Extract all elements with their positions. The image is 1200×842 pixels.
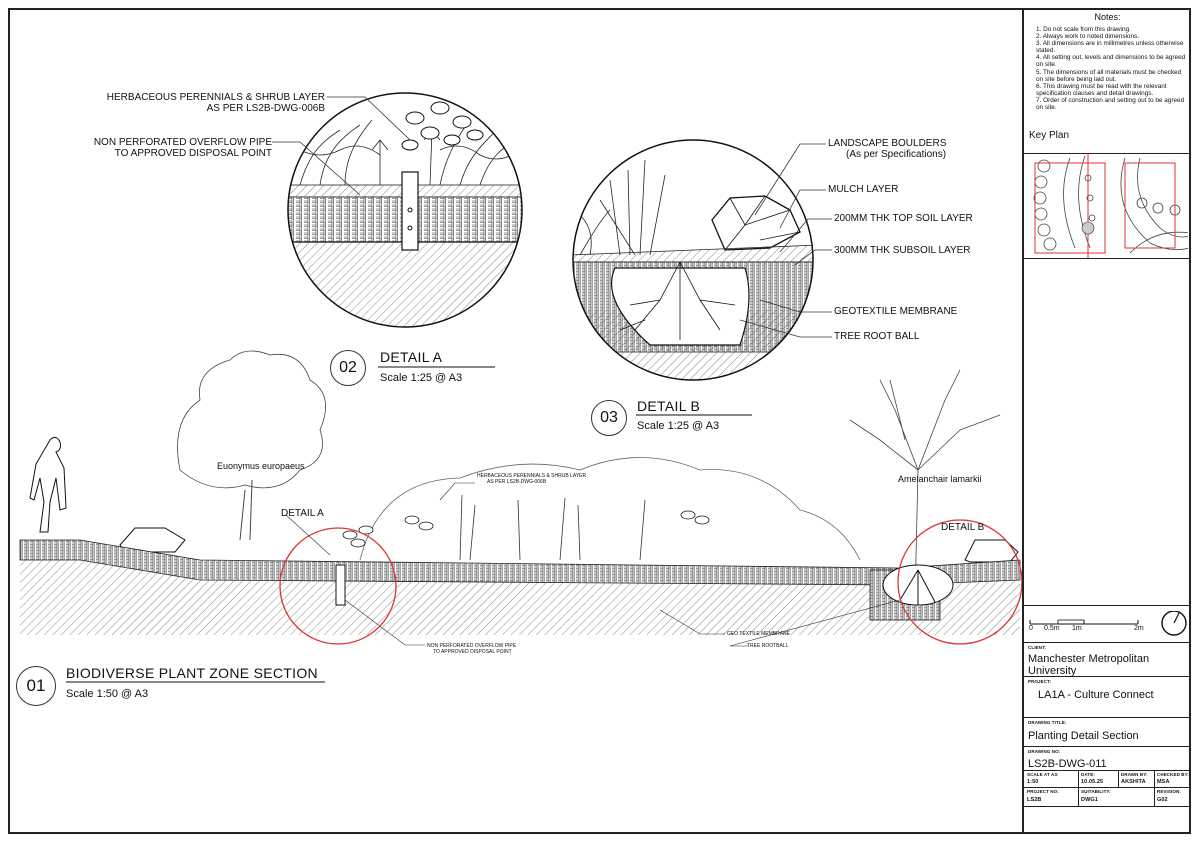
detail-a-marker: [279, 527, 397, 645]
tree-right-label: Amelanchair lamarkii: [898, 474, 982, 484]
suitability-value: DWG1: [1081, 797, 1098, 803]
section-herb-note-line2: AS PER LS2B-DWG-006B: [487, 479, 547, 485]
detail-a-title: DETAIL A: [380, 349, 443, 365]
drawing-no-value: LS2B-DWG-011: [1028, 758, 1107, 770]
divider: [1024, 746, 1191, 747]
scale-tick: 0: [1029, 625, 1033, 632]
detail-b-rootball-label: TREE ROOT BALL: [834, 331, 920, 342]
scale-bar: [1029, 611, 1187, 636]
project-label: PROJECT:: [1028, 679, 1052, 684]
section-number: 01: [16, 666, 56, 706]
detail-b-boulders-line2: (As per Specifications): [846, 149, 947, 160]
client-value: Manchester Metropolitan University: [1028, 653, 1150, 677]
scale-tick: 2m: [1134, 625, 1144, 632]
section-drawing: [19, 350, 1022, 647]
detail-a-herb-line2: AS PER LS2B-DWG-006B: [206, 103, 325, 114]
note-item: 4. All setting out, levels and dimension…: [1036, 54, 1186, 69]
note-item: 2. Always work to noted dimensions.: [1036, 33, 1140, 41]
note-item: 6. This drawing must be read with the re…: [1036, 82, 1167, 97]
key-plan-title: Key Plan: [1029, 130, 1070, 141]
notes-list: 1. Do not scale from this drawing. 2. Al…: [1036, 26, 1189, 111]
scale-value: 1:50: [1027, 779, 1039, 785]
note-item: 7. Order of construction and setting out…: [1036, 96, 1185, 112]
detail-b-mulch-label: MULCH LAYER: [828, 184, 899, 195]
detail-a-drawing: [272, 92, 523, 328]
divider: [1024, 642, 1191, 643]
divider: [1024, 605, 1191, 606]
project-value: LA1A - Culture Connect: [1038, 689, 1154, 701]
detail-b-subsoil-label: 300MM THK SUBSOIL LAYER: [834, 245, 971, 256]
detail-b-number: 03: [591, 400, 627, 436]
divider: [1024, 153, 1191, 154]
drawing-canvas: [19, 92, 1022, 683]
detail-b-drawing: [572, 139, 832, 381]
detail-b-marker: [897, 519, 1022, 645]
divider: [1024, 787, 1191, 788]
section-pipe-note: NON PERFORATED OVERFLOW PIPE TO APPROVED…: [427, 643, 516, 655]
date-label: DATE:: [1081, 772, 1095, 777]
detail-a-pipe-line1: NON PERFORATED OVERFLOW PIPE: [93, 137, 272, 148]
section-pipe-note-line2: TO APPROVED DISPOSAL POINT: [433, 649, 512, 655]
drawing-title-label: DRAWING TITLE:: [1028, 720, 1067, 725]
section-detail-b-tag: DETAIL B: [941, 522, 985, 533]
divider: [1154, 770, 1155, 806]
section-scale: Scale 1:50 @ A3: [66, 688, 149, 700]
divider: [1078, 770, 1079, 806]
revision-value: G02: [1157, 797, 1168, 803]
project-no-label: PROJECT NO:: [1027, 789, 1059, 794]
section-detail-a-tag: DETAIL A: [281, 508, 324, 519]
key-plan-map: [1033, 153, 1188, 258]
drawn-by-value: AKSHITA: [1121, 779, 1146, 785]
detail-a-scale: Scale 1:25 @ A3: [380, 372, 463, 384]
detail-b-title: DETAIL B: [637, 398, 701, 414]
drawn-by-label: DRAWN BY:: [1121, 772, 1148, 777]
divider: [1024, 770, 1191, 771]
detail-a-pipe-label: NON PERFORATED OVERFLOW PIPE TO APPROVED…: [60, 137, 272, 159]
section-pipe-note-line1: NON PERFORATED OVERFLOW PIPE: [427, 643, 517, 649]
scale-label: SCALE AT A3:: [1027, 772, 1059, 777]
scale-tick: 0.5m: [1044, 625, 1060, 632]
divider: [1024, 717, 1191, 718]
detail-a-herb-label: HERBACEOUS PERENNIALS & SHRUB LAYER AS P…: [99, 92, 325, 114]
note-item: 1. Do not scale from this drawing.: [1036, 26, 1131, 33]
date-value: 10.05.25: [1081, 779, 1104, 785]
drawing-title-value: Planting Detail Section: [1028, 730, 1139, 742]
north-arrow-icon: [1166, 612, 1190, 636]
detail-b-boulders-label: LANDSCAPE BOULDERS (As per Specification…: [828, 138, 946, 160]
project-no-value: LS2B: [1027, 797, 1042, 803]
detail-b-scale: Scale 1:25 @ A3: [637, 420, 720, 432]
detail-b-geotextile-label: GEOTEXTILE MEMBRANE: [834, 306, 958, 317]
client-label: CLIENT:: [1028, 645, 1046, 650]
revision-label: REVISION:: [1157, 789, 1181, 794]
divider: [1118, 770, 1119, 787]
divider: [1024, 258, 1191, 259]
checked-by-value: MSA: [1157, 779, 1170, 785]
section-herb-note-line1: HERBACEOUS PERENNIALS & SHRUB LAYER: [477, 473, 587, 479]
detail-a-herb-line1: HERBACEOUS PERENNIALS & SHRUB LAYER: [106, 92, 325, 103]
section-title: BIODIVERSE PLANT ZONE SECTION: [66, 665, 318, 681]
suitability-label: SUITABILITY:: [1081, 789, 1111, 794]
note-item: 3. All dimensions are in millimetres unl…: [1036, 40, 1184, 55]
detail-b-boulders-line1: LANDSCAPE BOULDERS: [828, 138, 947, 149]
section-geo-note: GEO TEXTILE MEMBRANE: [727, 631, 790, 637]
checked-by-label: CHECKED BY:: [1157, 772, 1190, 777]
section-herb-note: HERBACEOUS PERENNIALS & SHRUB LAYER AS P…: [477, 473, 586, 485]
divider: [1024, 676, 1191, 677]
detail-b-topsoil-label: 200MM THK TOP SOIL LAYER: [834, 213, 973, 224]
tree-left-label: Euonymus europaeus: [217, 461, 305, 471]
drawing-frame: [8, 8, 1191, 834]
section-root-note: TREE ROOTBALL: [747, 643, 789, 649]
notes-title: Notes:: [1094, 12, 1121, 22]
scale-tick: 1m: [1072, 625, 1082, 632]
title-block: Notes: 1. Do not scale from this drawing…: [1022, 8, 1191, 834]
divider: [1024, 806, 1191, 807]
detail-a-number: 02: [330, 350, 366, 386]
scale-bar-ticks: 0 0.5m 1m 2m: [1029, 625, 1159, 632]
drawing-no-label: DRAWING NO:: [1028, 749, 1061, 754]
note-item: 5. The dimensions of all materials must …: [1036, 68, 1182, 83]
detail-a-pipe-line2: TO APPROVED DISPOSAL POINT: [114, 148, 272, 159]
